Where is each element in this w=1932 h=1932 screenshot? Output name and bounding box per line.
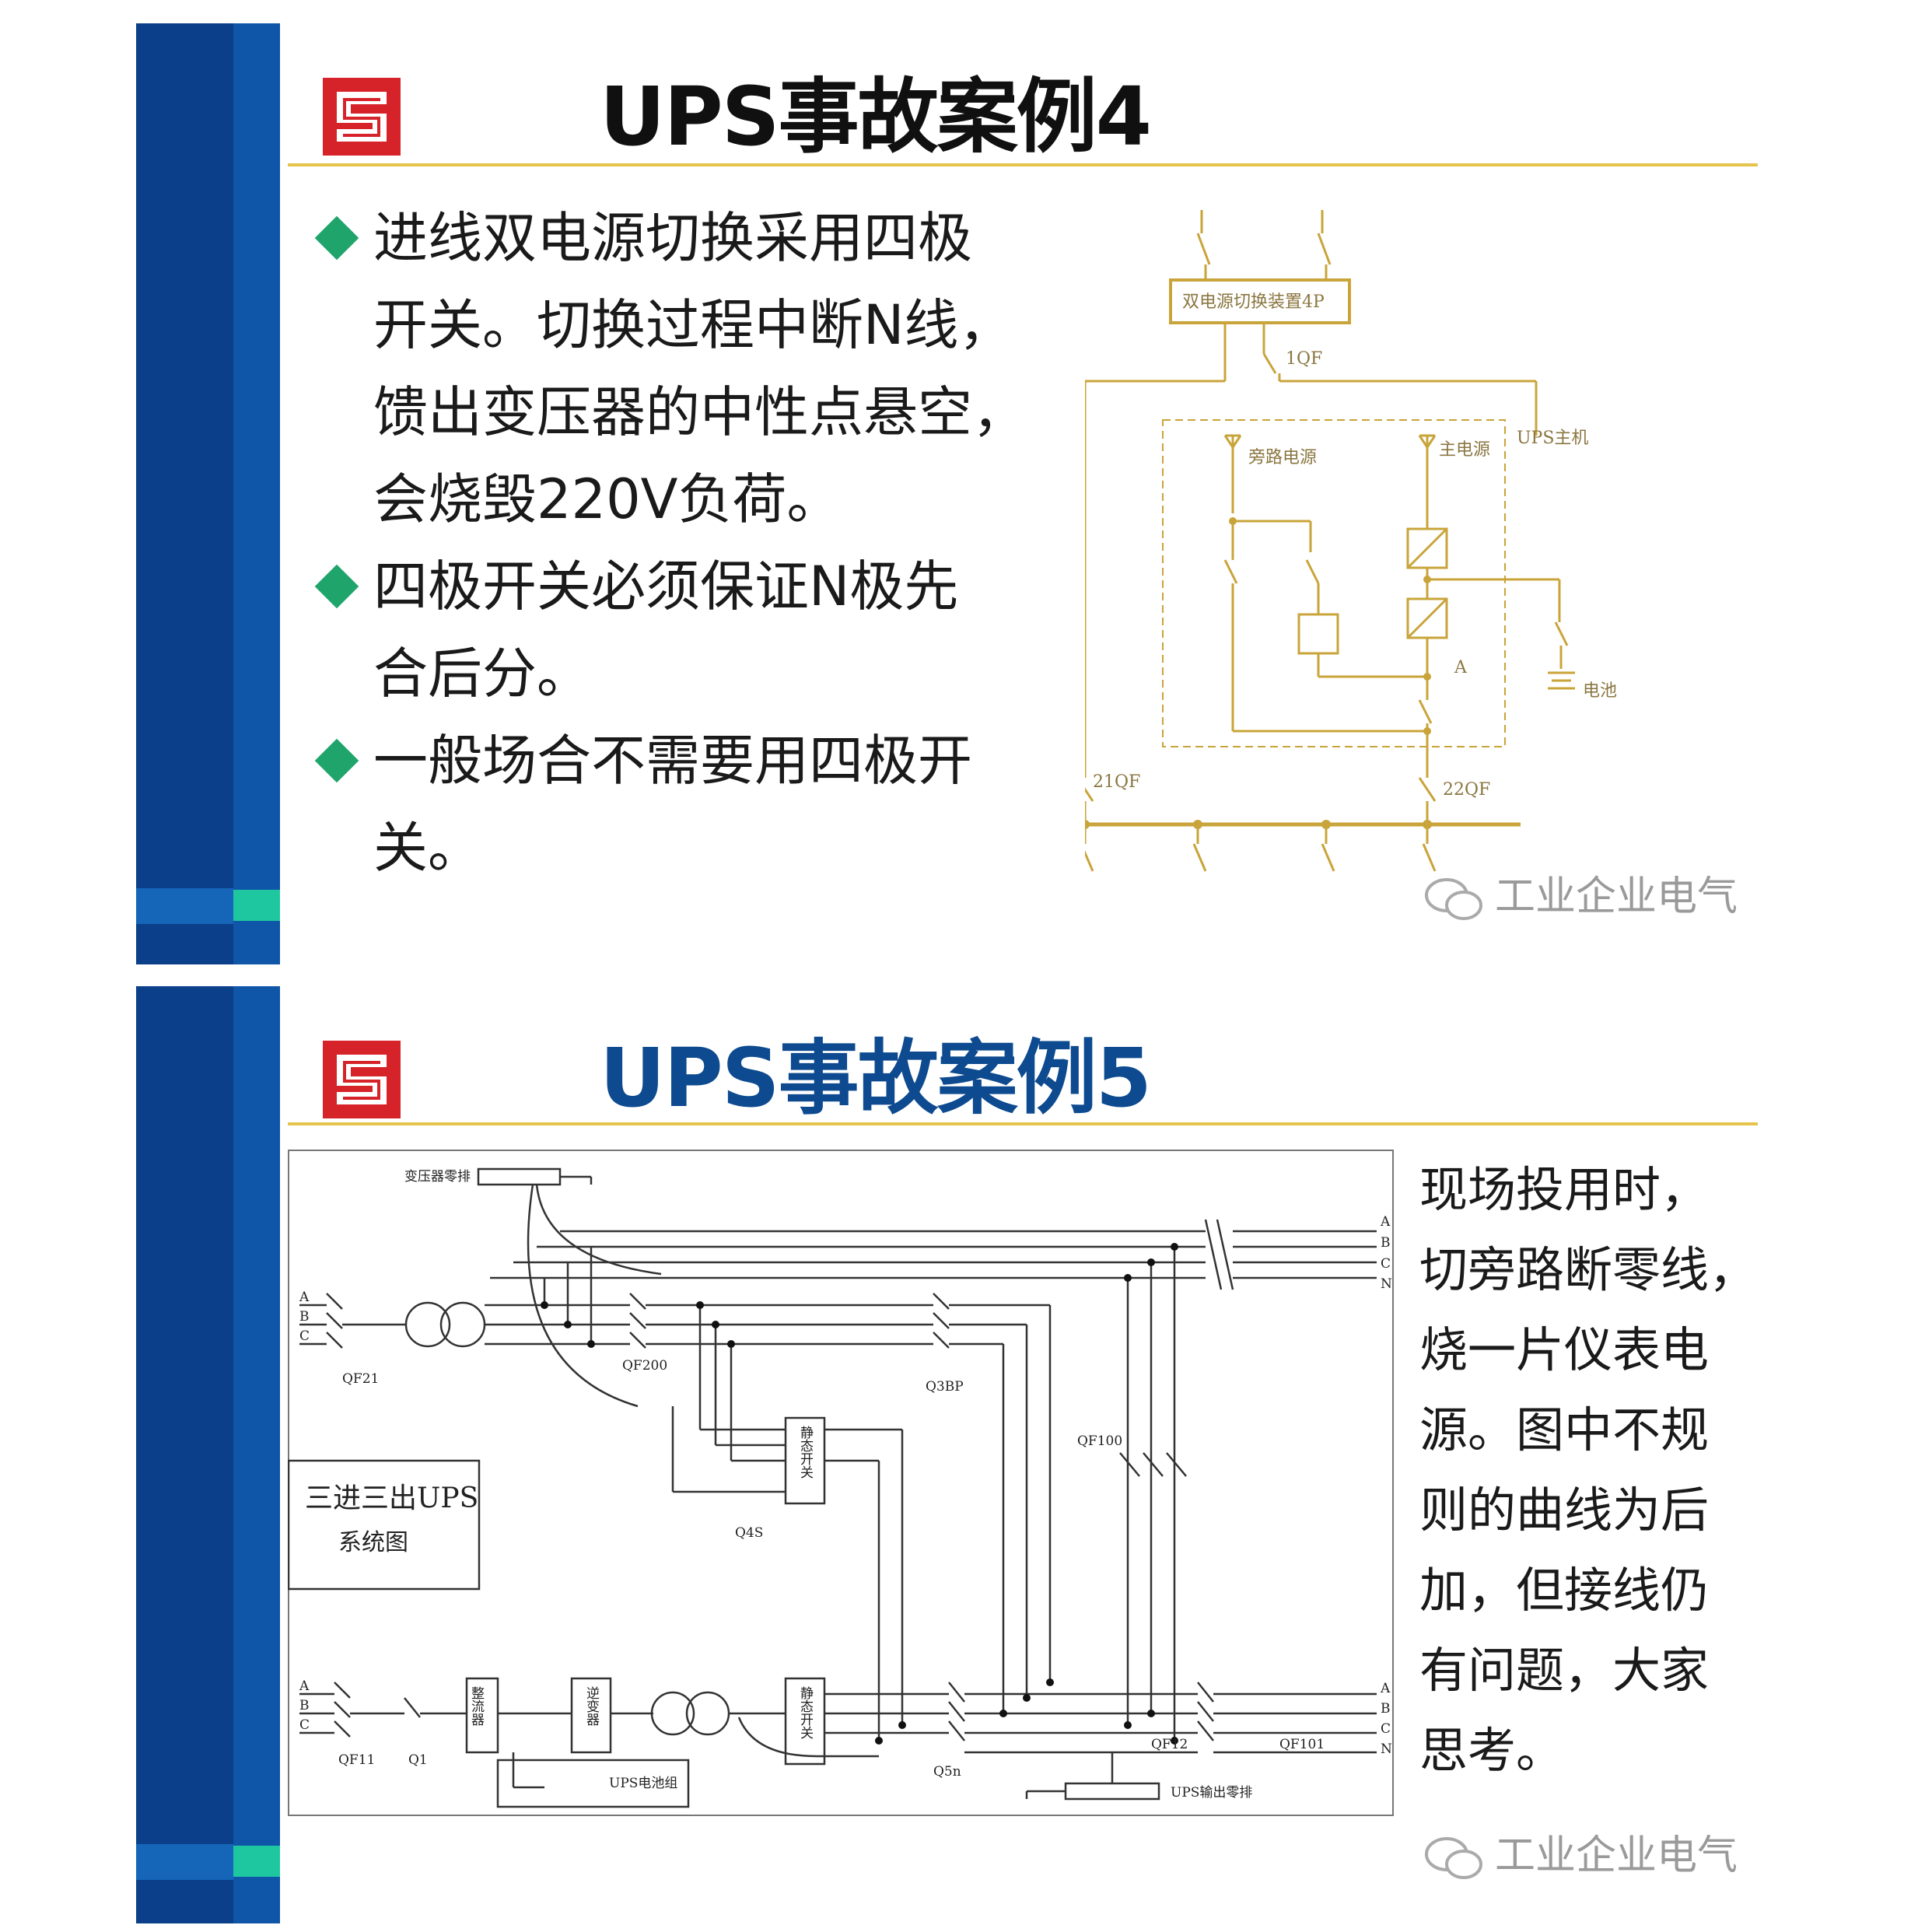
in-phase: A (299, 1290, 310, 1305)
label-ups-output-zero: UPS输出零排 (1171, 1785, 1252, 1801)
page-title: UPS事故案例5 (600, 1031, 1152, 1125)
label-ups-battery: UPS电池组 (609, 1776, 677, 1791)
label-q5n: Q5n (933, 1764, 961, 1780)
label-q4s: Q4S (735, 1525, 763, 1541)
ups-box-subtitle: 系统图 (338, 1529, 408, 1556)
text-line: 则的曲线为后 (1419, 1482, 1710, 1538)
label-main: 主电源 (1439, 440, 1490, 460)
in-phase: C (299, 1717, 310, 1733)
bullet-item: 一般场合不需要用四极开 关。 (307, 717, 1069, 891)
wechat-icon (1425, 878, 1482, 920)
text-line: 烧一片仪表电 (1419, 1321, 1710, 1378)
watermark: 工业企业电气 (1423, 1822, 1738, 1881)
out-phase: B (1381, 1235, 1391, 1251)
label-ups-host: UPS主机 (1517, 429, 1588, 448)
label-qf12: QF12 (1151, 1737, 1188, 1752)
label-q1: Q1 (408, 1752, 428, 1768)
title-rule (288, 163, 1758, 166)
label-a: A (1454, 658, 1468, 677)
label-1qf: 1QF (1286, 349, 1322, 369)
text-line: 源。图中不规 (1419, 1402, 1710, 1458)
text-line: 思考。 (1419, 1722, 1565, 1779)
in-phase: C (299, 1328, 310, 1344)
switch-device-label: 双电源切换装置4P (1182, 292, 1325, 312)
watermark-text: 工业企业电气 (1495, 1832, 1738, 1879)
out-phase: B (1381, 1701, 1391, 1717)
case-description: 现场投用时， 切旁路断零线， 烧一片仪表电 源。图中不规 则的曲线为后 加，但接… (1419, 1150, 1762, 1790)
label-static-switch: 静态开关 (797, 1426, 814, 1479)
label-21qf: 21QF (1093, 772, 1140, 792)
out-phase: C (1381, 1256, 1391, 1272)
left-band-inner (233, 23, 280, 964)
text-line: 切旁路断零线， (1419, 1241, 1758, 1298)
in-phase: A (299, 1678, 310, 1694)
label-qf101: QF101 (1279, 1737, 1325, 1752)
bullet-line: 进线双电源切换采用四极 (373, 206, 972, 270)
page-title: UPS事故案例4 (600, 69, 1152, 164)
ups-box-title: 三进三出UPS (305, 1482, 478, 1514)
wechat-icon (1425, 1837, 1482, 1879)
watermark-text: 工业企业电气 (1495, 873, 1738, 920)
slide-ups-case-4: UPS事故案例4 进线双电源切换采用四极 开关。切换过程中断N线， 馈出变压器的… (136, 23, 1766, 964)
in-phase: B (299, 1309, 310, 1325)
label-qf200: QF200 (622, 1358, 667, 1374)
watermark: 工业企业电气 (1423, 863, 1738, 922)
label-22qf: 22QF (1443, 780, 1490, 800)
label-static-switch: 静态开关 (797, 1686, 814, 1739)
bullet-line: 会烧毁220V负荷。 (373, 467, 842, 531)
bullet-line: 开关。切换过程中断N线， (373, 293, 1013, 357)
ups-wiring-diagram-1: 双电源切换装置4P 1QF UPS主机 旁路电源 主电源 A 电池 21QF 2… (1085, 210, 1617, 872)
bullet-line: 合后分。 (373, 642, 591, 705)
text-line: 有问题，大家 (1419, 1642, 1710, 1699)
diamond-bullet-icon (314, 564, 359, 609)
left-band (136, 986, 233, 1923)
ups-wiring-diagram-2: 变压器零排 QF21 QF200 Q3BP Q4S QF100 QF11 Q1 … (288, 1150, 1394, 1816)
out-phase: N (1381, 1741, 1392, 1757)
label-qf21: QF21 (342, 1371, 379, 1387)
text-line: 加，但接线仍 (1419, 1562, 1710, 1619)
left-band-inner (233, 986, 280, 1923)
label-qf11: QF11 (338, 1752, 375, 1768)
text-line: 现场投用时， (1419, 1161, 1710, 1218)
bullet-line: 馈出变压器的中性点悬空， (373, 380, 1027, 444)
diamond-bullet-icon (314, 738, 359, 783)
out-phase: A (1380, 1214, 1391, 1230)
label-transformer-zero: 变压器零排 (404, 1169, 471, 1185)
title-rule (288, 1122, 1758, 1125)
bullet-item: 四极开关必须保证N极先 合后分。 (307, 543, 1069, 717)
label-inverter: 逆变器 (583, 1686, 600, 1726)
bullet-line: 一般场合不需要用四极开 (373, 729, 972, 793)
label-battery: 电池 (1583, 681, 1617, 701)
band-accent (136, 1844, 233, 1880)
label-rectifier: 整流器 (468, 1686, 485, 1726)
bullet-list: 进线双电源切换采用四极 开关。切换过程中断N线， 馈出变压器的中性点悬空， 会烧… (307, 194, 1069, 891)
company-logo (323, 78, 401, 156)
bullet-item: 进线双电源切换采用四极 开关。切换过程中断N线， 馈出变压器的中性点悬空， 会烧… (307, 194, 1069, 543)
in-phase: B (299, 1698, 310, 1713)
out-phase: N (1381, 1276, 1392, 1292)
label-q3bp: Q3BP (926, 1379, 964, 1395)
band-green-accent (233, 890, 280, 921)
company-logo (323, 1041, 401, 1118)
label-qf100: QF100 (1077, 1433, 1122, 1449)
bullet-line: 关。 (373, 816, 482, 880)
slide-ups-case-5: UPS事故案例5 (136, 986, 1766, 1923)
bullet-line: 四极开关必须保证N极先 (373, 555, 959, 618)
diamond-bullet-icon (314, 215, 359, 261)
label-bypass: 旁路电源 (1248, 448, 1317, 467)
band-green-accent (233, 1846, 280, 1877)
left-band (136, 23, 233, 964)
out-phase: C (1381, 1721, 1391, 1737)
out-phase: A (1380, 1681, 1391, 1696)
band-accent (136, 888, 233, 924)
